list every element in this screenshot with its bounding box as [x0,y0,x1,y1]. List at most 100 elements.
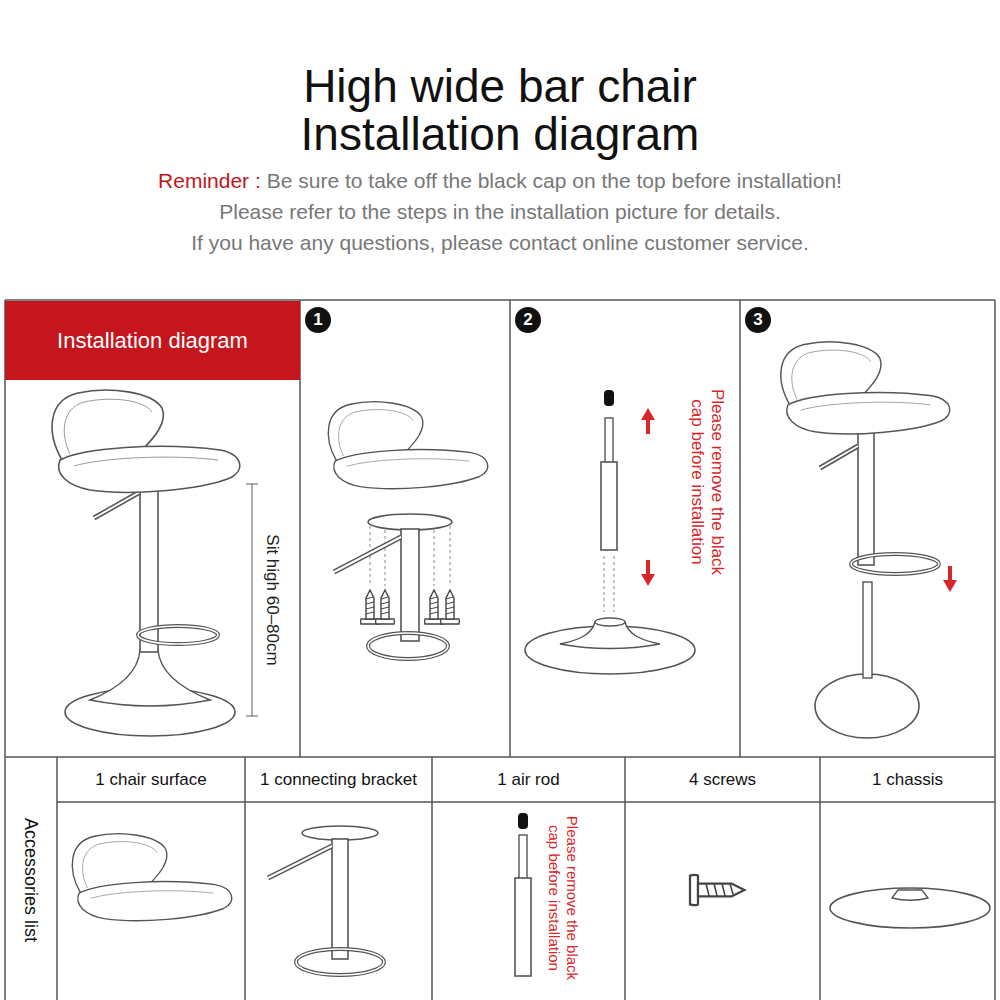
guide-line [450,526,451,586]
screw-symbol [690,875,744,905]
bracket-tube [401,529,419,641]
lever [268,846,332,878]
lever-inner [820,446,858,468]
bracket-plate [368,514,452,530]
title-block: High wide bar chair Installation diagram [240,62,760,158]
title: High wide bar chair Installation diagram [301,60,700,160]
air-rod-body [601,462,617,550]
foot-ring [296,949,384,975]
table-header-cell: 1 air rod [432,757,625,802]
table-header-cell: 1 connecting bracket [245,757,432,802]
chair-seat [52,390,240,492]
air-rod-body [515,878,531,976]
screw-symbol [441,590,460,624]
accessories-drawings [72,813,990,976]
black-cap [604,390,614,406]
guide-line [614,556,615,612]
step-number: 2 [515,307,541,333]
grid-line [739,300,741,757]
step-3-drawing [781,342,957,738]
grid-line [819,757,821,1000]
air-rod-thin [519,835,527,879]
bracket-tube [858,430,874,565]
bracket-plate [302,826,378,840]
step-number-text: 3 [753,310,762,330]
reminder-line: Reminder :Be sure to take off the black … [0,168,1000,194]
guide-lines [604,556,614,612]
guide-line [604,556,605,612]
reminder-text: Be sure to take off the black cap on the… [267,169,842,192]
foot-ring [851,554,939,574]
note-line: If you have any questions, please contac… [0,230,1000,256]
note-text: If you have any questions, please contac… [191,231,809,254]
arrow-shaft [948,566,952,582]
grid-line [4,300,6,1000]
foot-ring-inner [138,626,218,644]
grid-line [509,300,511,757]
lever-inner [94,492,140,518]
arrow-head [943,580,957,592]
black-cap [518,813,528,829]
table-header-cell: 1 chassis [820,757,995,802]
lever [820,446,858,468]
lever [94,492,140,518]
grid-line [5,756,995,758]
grid-line [56,757,58,1000]
table-header: 1 connecting bracket [260,770,417,789]
base-cone [90,650,210,706]
air-rod-thin [605,418,613,463]
step-number-text: 1 [313,310,322,330]
dimension-line [251,484,252,716]
step-1-drawing [328,402,488,659]
grid-line [624,757,626,1000]
chassis [830,888,990,928]
note-text: Please refer to the steps in the install… [219,200,780,223]
grid-line [431,757,433,1000]
table-header: 1 chair surface [95,770,207,789]
warning-note-box: Please remove the black cap before insta… [687,382,727,582]
note-line: Please refer to the steps in the install… [0,199,1000,225]
grid-line [57,801,995,803]
chair-seat [328,402,488,489]
arrow-shaft [646,560,650,576]
step-2-drawing [525,390,695,674]
chassis-dome [815,674,919,738]
foot-ring-inner [368,633,448,659]
arrow-head [641,574,655,586]
lever-inner [268,846,332,878]
warning-note-box: Please remove the black cap before insta… [545,809,581,987]
table-header: 4 screws [689,770,756,789]
dimension-label-box: Sit high 60–80cm [262,515,282,685]
screw-symbol [376,590,395,624]
guide-line [434,530,435,586]
air-rod [863,582,872,678]
dimension-tick [246,715,258,716]
bracket-tube [332,839,348,959]
chair-seat [72,834,232,921]
table-header: 1 air rod [497,770,559,789]
table-header: 1 chassis [872,770,943,789]
dimension-tick [246,483,258,484]
assembled-chair [52,390,258,736]
header-band: Installation diagram [5,301,300,380]
dimension-line [246,484,258,716]
lever [334,537,401,572]
step-number: 1 [305,307,331,333]
chassis-nub [892,890,928,900]
table-header-cell: 1 chair surface [57,757,245,802]
grid-line [244,757,246,1000]
grid-line [994,300,996,1000]
table-grid [5,300,995,1000]
foot-ring-inner [851,554,939,574]
dimension-label: Sit high 60–80cm [263,534,282,665]
red-arrow [641,408,655,586]
foot-ring-inner [296,949,384,975]
warning-note: Please remove the black cap before insta… [688,389,727,575]
row-header-box: Accessories list [20,780,42,980]
arrow-head [641,408,655,420]
arrow-shaft [646,418,650,434]
table-header-cell: 4 screws [625,757,820,802]
step-number: 3 [745,307,771,333]
row-header: Accessories list [21,818,41,942]
